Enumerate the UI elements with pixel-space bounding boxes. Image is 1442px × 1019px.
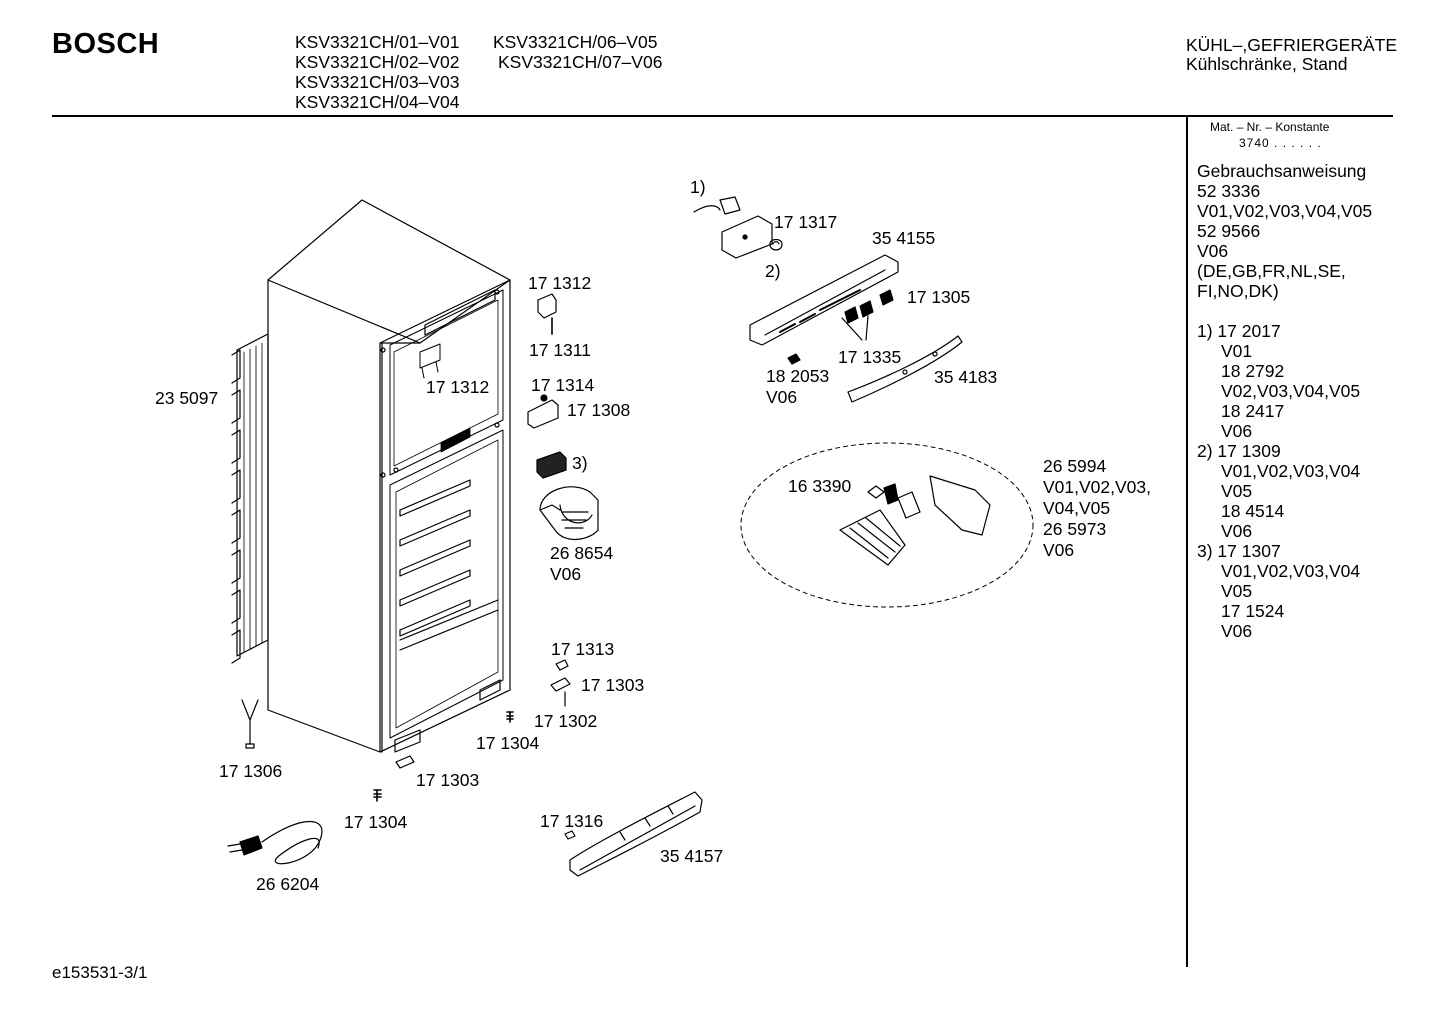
- footnote-line: V06: [1221, 621, 1253, 641]
- model-number: KSV3321CH/01–V01: [295, 32, 460, 52]
- hinge-parts: [527, 293, 567, 479]
- drain-heater: [241, 699, 259, 749]
- sidebar-divider: [1186, 117, 1188, 967]
- part-label: 26 6204: [256, 874, 320, 894]
- manual-line: V06: [1197, 241, 1229, 261]
- footnote-head: 3) 17 1307: [1197, 541, 1281, 561]
- part-label: 17 1311: [529, 340, 591, 360]
- fan-cover: [539, 486, 599, 540]
- footnote-head: 2) 17 1309: [1197, 441, 1281, 461]
- footnote-line: V02,V03,V04,V05: [1221, 381, 1361, 401]
- part-label: 18 2053 V06: [766, 366, 830, 407]
- footnote-line: V05: [1221, 481, 1253, 501]
- model-number: KSV3321CH/07–V06: [498, 52, 663, 72]
- manual-title: Gebrauchsanweisung: [1197, 161, 1367, 181]
- footnote-line: V01,V02,V03,V04: [1221, 461, 1361, 481]
- manual-line: 52 3336: [1197, 181, 1261, 201]
- footnote-line: 18 2417: [1221, 401, 1285, 421]
- material-label: Mat. – Nr. – Konstante: [1210, 120, 1330, 134]
- part-label: 35 4183: [934, 367, 998, 387]
- manual-line: (DE,GB,FR,NL,SE,: [1197, 261, 1346, 281]
- fridge-cabinet: [267, 199, 511, 753]
- footnote-line: V01: [1221, 341, 1253, 361]
- part-label: 26 5994 V01,V02,V03, V04,V05 26 5973 V06: [1043, 456, 1151, 560]
- part-label: 16 3390: [788, 476, 852, 496]
- part-label: 17 1304: [344, 812, 408, 832]
- brand-logo: BOSCH: [52, 28, 160, 60]
- product-category: KÜHL–,GEFRIERGERÄTE Kühlschränke, Stand: [1186, 36, 1397, 74]
- exploded-parts-drawing: [227, 196, 1034, 877]
- footnote-line: V06: [1221, 421, 1253, 441]
- model-list-col1: KSV3321CH/01–V01 KSV3321CH/02–V02 KSV332…: [295, 32, 459, 112]
- control-trim-strip: [847, 335, 963, 403]
- part-label: 17 1305: [907, 287, 971, 307]
- part-label: 17 1312: [528, 273, 592, 293]
- lamp-fan-detail: [740, 442, 1034, 608]
- thermostat-parts: [693, 196, 783, 259]
- category-line: KÜHL–,GEFRIERGERÄTE: [1186, 35, 1398, 55]
- footnote-line: 17 1524: [1221, 601, 1285, 621]
- footnote-marker: 1): [690, 177, 706, 197]
- part-label: 17 1317: [774, 212, 838, 232]
- part-label: 17 1303: [581, 675, 645, 695]
- header-divider: [52, 115, 1393, 117]
- bottom-parts: [373, 659, 703, 877]
- model-list-col2: KSV3321CH/06–V05 KSV3321CH/07–V06: [493, 32, 662, 72]
- part-label: 23 5097: [155, 388, 219, 408]
- manual-line: FI,NO,DK): [1197, 281, 1279, 301]
- control-panel: [749, 254, 899, 365]
- category-line: Kühlschränke, Stand: [1186, 54, 1348, 74]
- footnote-line: 18 2792: [1221, 361, 1285, 381]
- model-number: KSV3321CH/04–V04: [295, 92, 460, 112]
- part-label: 35 4155: [872, 228, 936, 248]
- footnote-line: V05: [1221, 581, 1253, 601]
- condenser-coil: [231, 333, 269, 664]
- material-value: 3740 . . . . . .: [1239, 136, 1322, 150]
- part-label: 17 1316: [540, 811, 604, 831]
- footnote-marker: 3): [572, 453, 588, 473]
- part-label: 17 1304: [476, 733, 540, 753]
- part-label: 17 1308: [567, 400, 631, 420]
- footnote-line: 18 4514: [1221, 501, 1285, 521]
- part-label: 26 8654 V06: [550, 543, 614, 584]
- notes-panel: Gebrauchsanweisung 52 3336 V01,V02,V03,V…: [1197, 161, 1372, 641]
- footnote-line: V06: [1221, 521, 1253, 541]
- footnote-head: 1) 17 2017: [1197, 321, 1281, 341]
- part-label: 17 1303: [416, 770, 480, 790]
- part-label: 17 1306: [219, 761, 283, 781]
- footnote-line: V01,V02,V03,V04: [1221, 561, 1361, 581]
- model-number: KSV3321CH/03–V03: [295, 72, 460, 92]
- model-number: KSV3321CH/06–V05: [493, 32, 658, 52]
- manual-line: V01,V02,V03,V04,V05: [1197, 201, 1373, 221]
- part-label: 17 1302: [534, 711, 598, 731]
- footnote-marker: 2): [765, 261, 781, 281]
- part-label: 17 1314: [531, 375, 595, 395]
- part-label: 17 1313: [551, 639, 615, 659]
- model-number: KSV3321CH/02–V02: [295, 52, 460, 72]
- drawing-code: e153531-3/1: [52, 963, 148, 982]
- manual-line: 52 9566: [1197, 221, 1261, 241]
- part-label: 35 4157: [660, 846, 724, 866]
- part-label: 17 1335: [838, 347, 902, 367]
- power-cord: [227, 820, 323, 865]
- part-label: 17 1312: [426, 377, 490, 397]
